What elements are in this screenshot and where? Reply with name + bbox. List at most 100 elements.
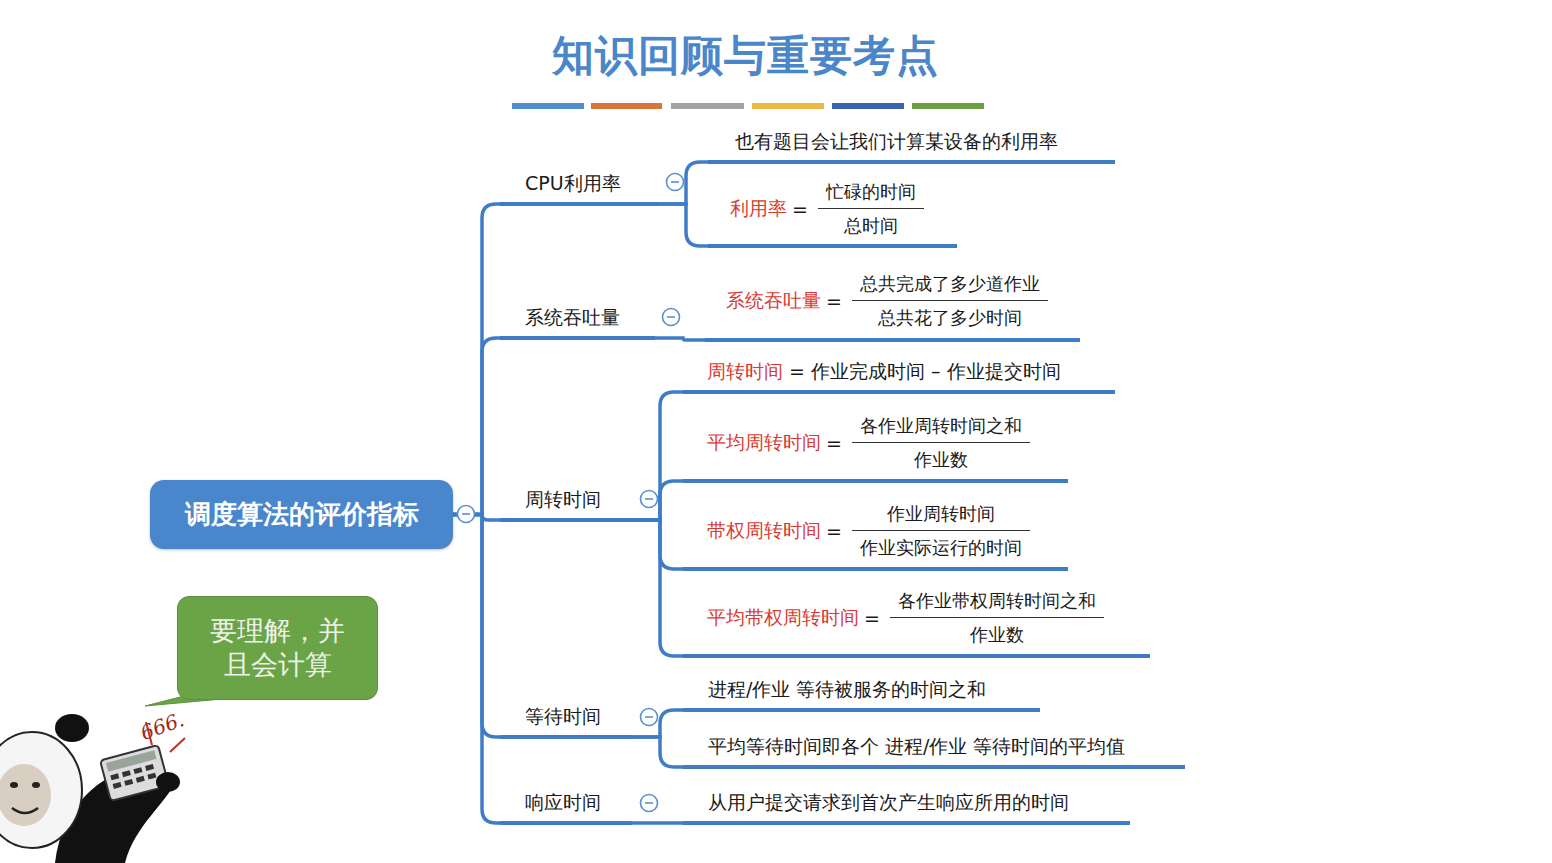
fraction-denominator: 作业实际运行的时间	[852, 531, 1030, 560]
branch-connector	[655, 338, 705, 340]
handwritten-note: 666.	[137, 707, 187, 745]
leaf-topic: 从用户提交请求到首次产生响应所用的时间	[683, 785, 1130, 825]
color-bar	[832, 103, 904, 109]
equals-sign: =	[826, 290, 842, 312]
leaf-topic: 平均等待时间即各个 进程/作业 等待时间的平均值	[683, 729, 1185, 769]
branch-connector	[632, 392, 683, 520]
panda-mouth	[12, 808, 38, 813]
leaf-topic: 进程/作业 等待被服务的时间之和	[683, 672, 1040, 712]
speech-bubble: 要理解，并 且会计算	[177, 596, 378, 700]
denominator-text: 总时间	[844, 215, 898, 236]
formula-name: 周转时间	[707, 359, 783, 385]
branch-connector	[658, 162, 708, 204]
root-topic: 调度算法的评价指标	[150, 480, 453, 549]
numerator-text: 忙碌的时间	[826, 181, 916, 202]
denominator-text: 作业实际运行的时间	[860, 537, 1022, 558]
panda-face	[0, 764, 51, 826]
branch-connector	[453, 515, 500, 824]
equals-sign: =	[826, 432, 842, 454]
fraction-denominator: 作业数	[890, 618, 1104, 647]
panda-hand	[156, 772, 180, 792]
topic-text: 也有题目会让我们计算某设备的利用率	[735, 129, 1058, 155]
branch-connector	[453, 338, 500, 515]
numerator-text: 各作业周转时间之和	[860, 415, 1022, 436]
branch-connector	[632, 520, 683, 569]
formula-name: 带权周转时间	[707, 518, 821, 544]
numerator-text: 各作业带权周转时间之和	[898, 590, 1096, 611]
fraction: 忙碌的时间总时间	[818, 180, 924, 238]
formula-body: = 作业完成时间 – 作业提交时间	[789, 359, 1061, 385]
branch-connector	[632, 520, 683, 656]
calculator	[100, 745, 169, 801]
panda-eye	[32, 782, 40, 788]
topic-text: 要理解，并 且会计算	[203, 614, 352, 682]
equals-sign: =	[864, 607, 880, 629]
branch-connector	[632, 481, 683, 520]
fraction-numerator: 各作业带权周转时间之和	[890, 589, 1104, 618]
topic-text: 响应时间	[525, 790, 601, 816]
color-bar	[752, 103, 824, 109]
fraction: 作业周转时间作业实际运行的时间	[852, 502, 1030, 560]
fraction: 各作业周转时间之和作业数	[852, 414, 1030, 472]
topic-text: 等待时间	[525, 704, 601, 730]
numerator-text: 作业周转时间	[887, 503, 995, 524]
branch-connector	[453, 204, 500, 515]
title-underline-bars	[512, 103, 984, 109]
diagram-title: 知识回顾与重要考点	[445, 28, 1045, 84]
branch-topic: 周转时间	[500, 482, 632, 522]
topic-text: 进程/作业 等待被服务的时间之和	[708, 677, 986, 703]
collapse-icon	[667, 174, 684, 191]
denominator-text: 作业数	[970, 624, 1024, 645]
collapse-icon	[641, 795, 658, 812]
branch-connector	[632, 710, 683, 737]
denominator-text: 总共花了多少时间	[878, 307, 1022, 328]
branch-connector	[658, 204, 708, 246]
color-bar	[671, 103, 744, 109]
topic-text: 周转时间	[525, 487, 601, 513]
topic-text: 系统吞吐量	[525, 305, 620, 331]
branch-connector	[632, 821, 683, 825]
leaf-topic: 也有题目会让我们计算某设备的利用率	[708, 124, 1115, 164]
topic-text: 调度算法的评价指标	[185, 497, 419, 532]
branch-connector	[453, 515, 500, 738]
panda-eye	[10, 782, 18, 788]
collapse-icons	[458, 174, 684, 812]
collapse-icon-bars	[462, 182, 679, 803]
formula-topic: 利用率= 忙碌的时间总时间	[708, 174, 957, 248]
formula-name: 平均带权周转时间	[707, 605, 859, 631]
fraction-numerator: 总共完成了多少道作业	[852, 272, 1048, 301]
fraction-numerator: 忙碌的时间	[818, 180, 924, 209]
formula-name: 平均周转时间	[707, 430, 821, 456]
collapse-icon	[641, 491, 658, 508]
color-bar	[512, 103, 584, 109]
branch-topic: 等待时间	[500, 699, 632, 739]
panda-ear	[55, 714, 89, 742]
color-bar	[912, 103, 984, 109]
formula-topic: 平均周转时间= 各作业周转时间之和作业数	[683, 407, 1068, 483]
equals-sign: =	[792, 198, 808, 220]
fraction-denominator: 总时间	[818, 209, 924, 238]
fraction: 总共完成了多少道作业总共花了多少时间	[852, 272, 1048, 330]
fraction-denominator: 作业数	[852, 443, 1030, 472]
topic-text: CPU利用率	[525, 171, 621, 197]
branch-topic: 响应时间	[500, 785, 632, 825]
branch-topic: CPU利用率	[500, 166, 658, 206]
topic-text: 平均等待时间即各个 进程/作业 等待时间的平均值	[708, 734, 1125, 760]
branch-topic: 系统吞吐量	[500, 300, 655, 340]
formula-topic: 系统吞吐量= 总共完成了多少道作业总共花了多少时间	[705, 264, 1080, 342]
formula-name: 利用率	[730, 196, 787, 222]
formula-name: 系统吞吐量	[726, 288, 821, 314]
formula-topic: 平均带权周转时间= 各作业带权周转时间之和作业数	[683, 582, 1150, 658]
fraction-denominator: 总共花了多少时间	[852, 301, 1048, 330]
equals-sign: =	[826, 520, 842, 542]
branch-connector	[632, 737, 683, 767]
leaf-topic: 周转时间= 作业完成时间 – 作业提交时间	[683, 354, 1115, 394]
fraction-numerator: 作业周转时间	[852, 502, 1030, 531]
fraction-numerator: 各作业周转时间之和	[852, 414, 1030, 443]
collapse-icon	[663, 309, 680, 326]
fraction: 各作业带权周转时间之和作业数	[890, 589, 1104, 647]
formula-topic: 带权周转时间= 作业周转时间作业实际运行的时间	[683, 495, 1068, 571]
topic-text: 从用户提交请求到首次产生响应所用的时间	[708, 790, 1069, 816]
collapse-icon	[458, 506, 475, 523]
